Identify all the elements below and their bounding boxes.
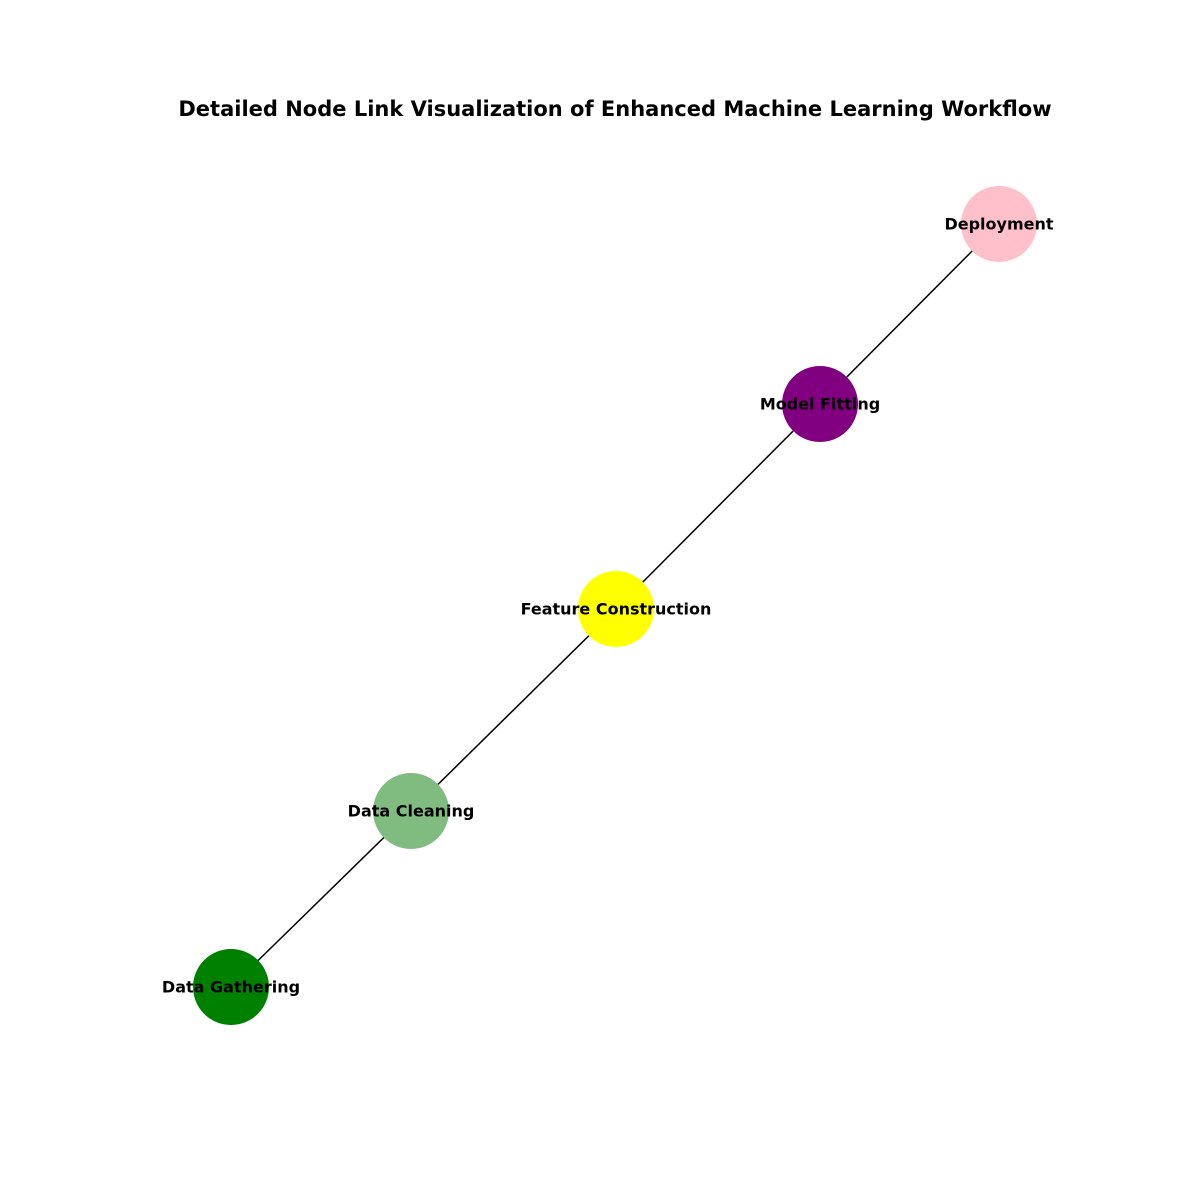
node-label-deployment: Deployment xyxy=(944,215,1053,234)
edge-model-fitting-to-deployment xyxy=(819,223,1000,405)
node-deployment xyxy=(961,186,1037,262)
labels-layer: Data Gathering Data Cleaning Feature Const… xyxy=(162,215,1054,997)
edge-data-cleaning-to-feature-construction xyxy=(410,608,617,812)
edges-layer xyxy=(230,223,1000,988)
diagram-title: Detailed Node Link Visualization of Enha… xyxy=(178,97,1051,121)
node-label-data-cleaning: Data Cleaning xyxy=(348,802,475,821)
node-data-cleaning xyxy=(373,773,449,849)
node-label-model-fitting: Model Fitting xyxy=(760,395,880,414)
node-label-data-gathering: Data Gathering xyxy=(162,978,300,997)
node-data-gathering xyxy=(193,949,269,1025)
edge-data-gathering-to-data-cleaning xyxy=(230,810,412,988)
node-label-feature-construction: Feature Construction xyxy=(521,600,712,619)
node-model-fitting xyxy=(782,366,858,442)
edge-feature-construction-to-model-fitting xyxy=(615,403,821,610)
node-feature-construction xyxy=(578,571,654,647)
nodes-layer xyxy=(193,186,1037,1025)
